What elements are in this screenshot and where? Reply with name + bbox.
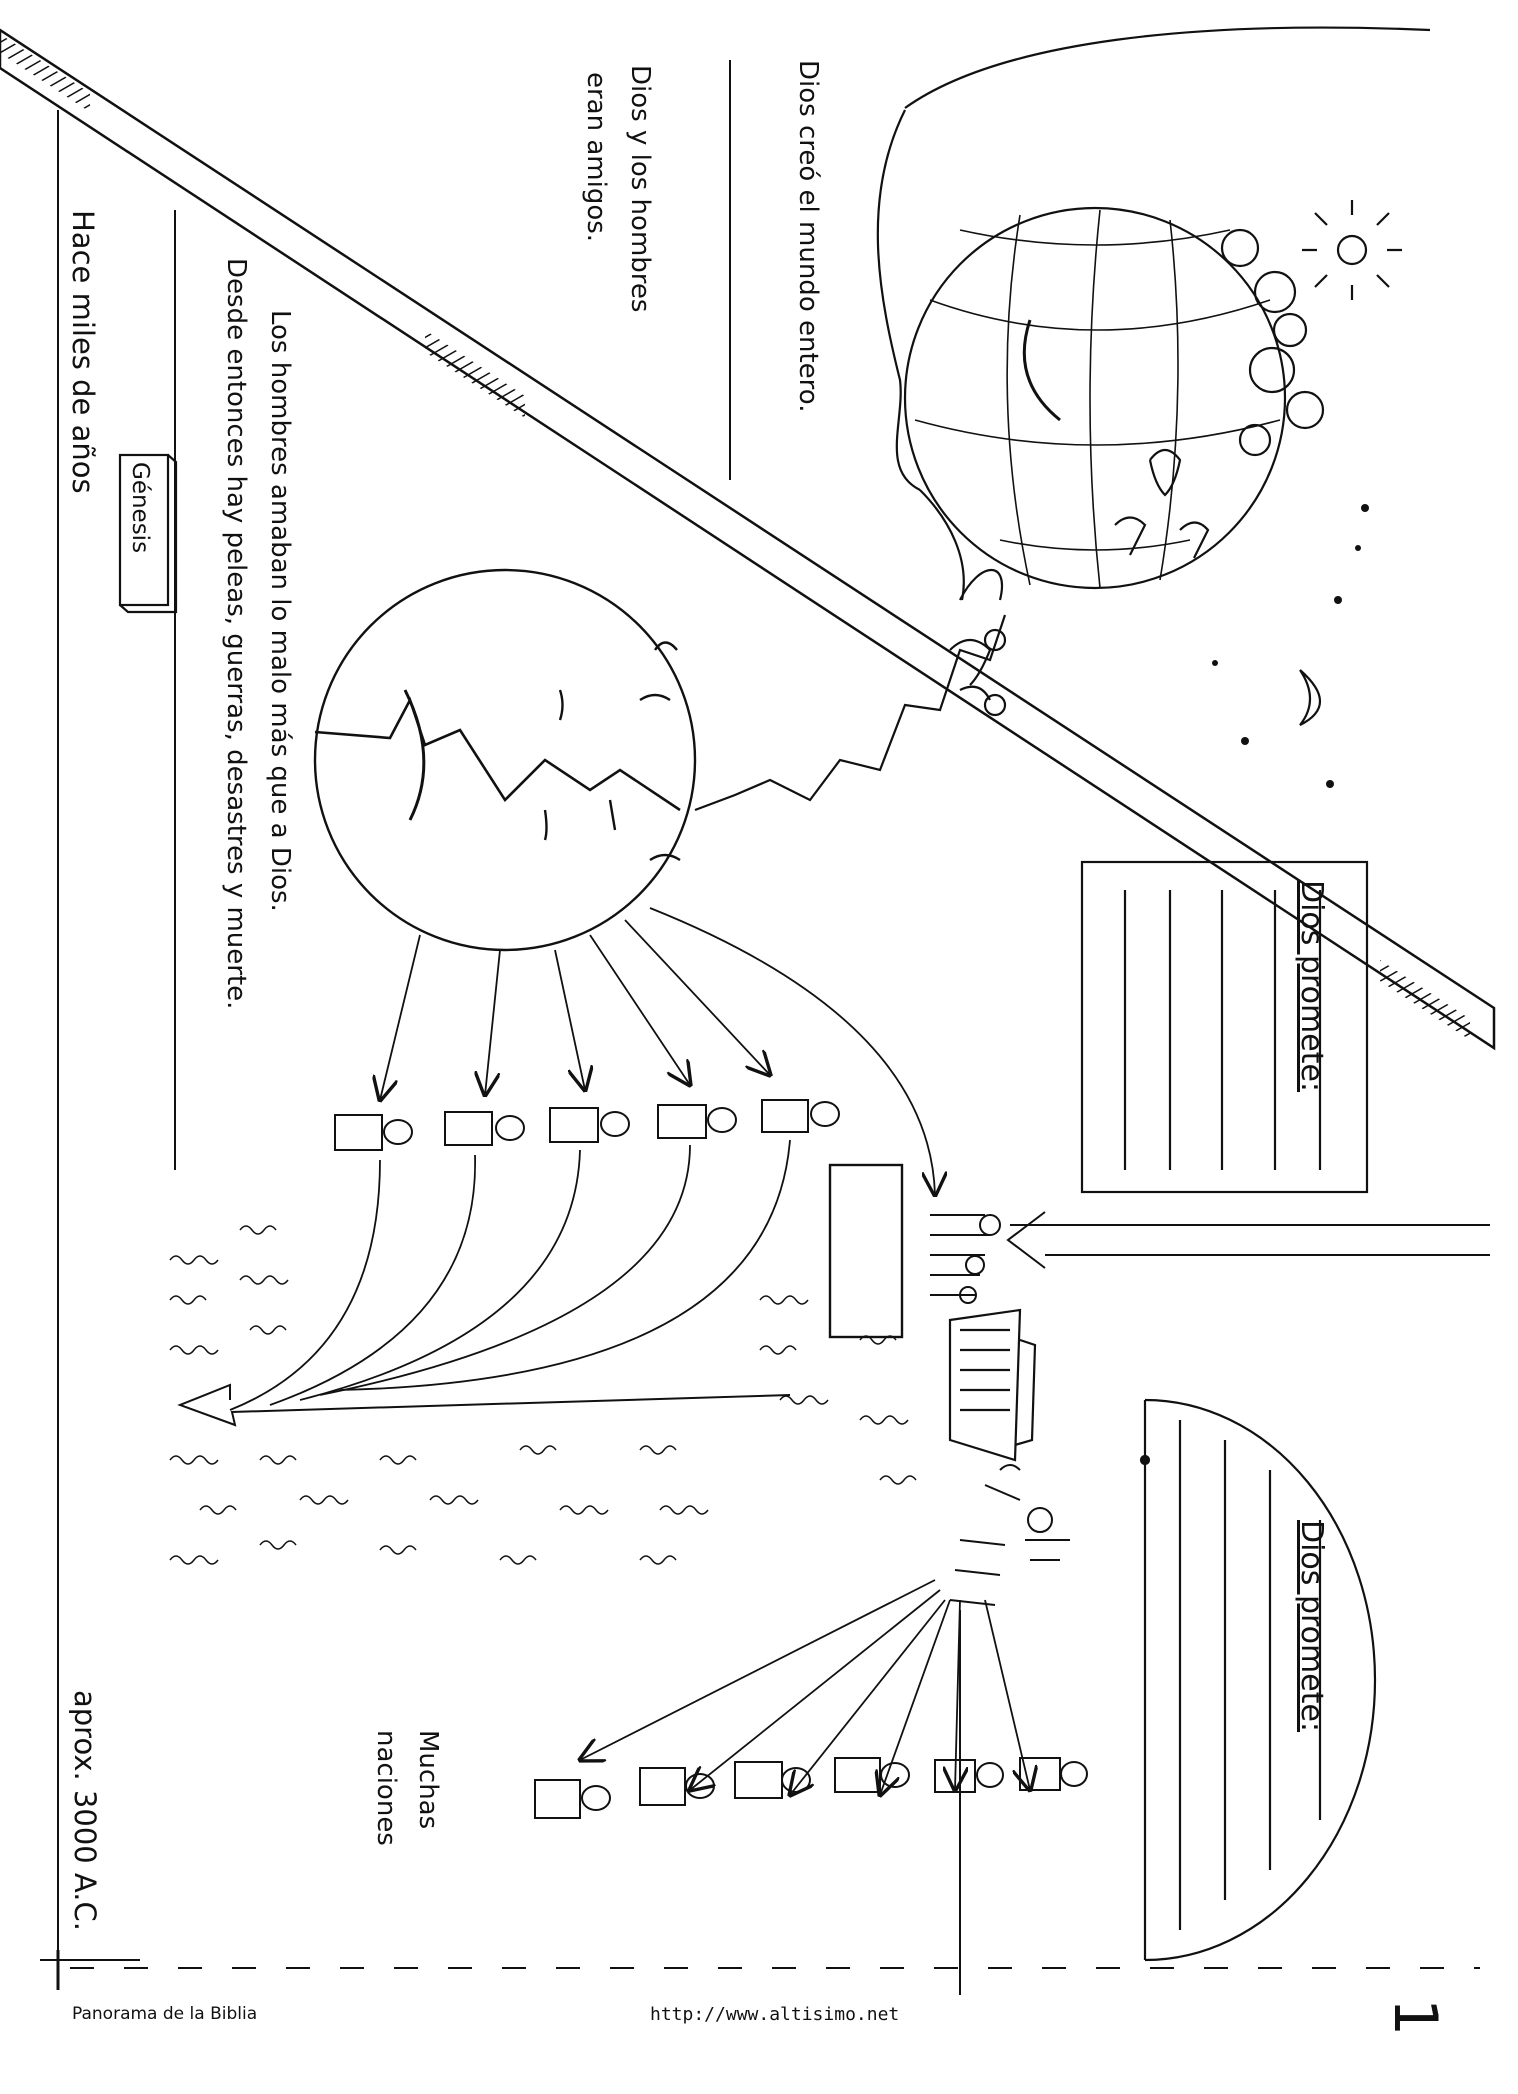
person-icon	[657, 1104, 737, 1139]
sun-icon	[1302, 200, 1402, 300]
person-icon	[734, 1761, 811, 1799]
text-naciones: naciones	[371, 1730, 401, 1846]
arrows-to-nations	[580, 1579, 1030, 1795]
people-row-upper	[334, 1099, 840, 1151]
person-icon	[549, 1107, 630, 1143]
hand-icon	[876, 26, 1431, 601]
promise-box-2	[1139, 1398, 1377, 1962]
page-number-text: 1	[1380, 1998, 1450, 2036]
blank-answer-box	[828, 1163, 904, 1339]
globe-icon	[903, 206, 1287, 590]
broken-globe-icon	[313, 568, 697, 952]
text-promete-2: Dios promete:	[1294, 1520, 1329, 1732]
page-number: 1	[1380, 1998, 1450, 2036]
timeline-lines	[40, 60, 731, 1990]
fallen-people-icon	[949, 628, 1007, 717]
noah-family-icon	[930, 1214, 1001, 1304]
creation-scene	[876, 26, 1431, 788]
ark-icon	[948, 1308, 1037, 1462]
text-creo: Dios creó el mundo entero.	[793, 60, 823, 413]
promise-box-1	[1080, 860, 1369, 1194]
person-icon	[1019, 1757, 1088, 1791]
text-desde: Desde entonces hay peleas, guerras, desa…	[221, 258, 251, 1009]
text-genesis: Génesis	[127, 462, 153, 553]
stars-icon	[1212, 504, 1369, 788]
converging-lines	[177, 1139, 791, 1427]
book-icon	[118, 453, 178, 614]
big-arrow	[177, 1383, 791, 1427]
person-icon	[834, 1757, 910, 1793]
arrow-from-right	[1006, 1211, 1490, 1269]
diagonal-band	[0, 28, 1496, 1051]
noah-descendants-icon	[949, 1464, 1070, 1606]
text-aprox: aprox. 3000 A.C.	[68, 1690, 102, 1931]
person-icon	[639, 1767, 715, 1806]
footer-title: Panorama de la Biblia	[72, 2004, 258, 2024]
text-hace: Hace miles de años	[66, 210, 100, 494]
text-amigos-1: Dios y los hombres	[625, 65, 655, 312]
person-icon	[761, 1099, 840, 1133]
footer-url[interactable]: http://www.altisimo.net	[650, 2004, 900, 2025]
text-layer: Dios creó el mundo entero. Dios y los ho…	[66, 60, 1329, 1931]
person-icon	[934, 1759, 1004, 1793]
moon-icon	[1299, 669, 1322, 726]
person-icon	[444, 1111, 525, 1146]
flowers-icon	[1220, 228, 1325, 457]
text-amaban: Los hombres amaban lo malo más que a Dio…	[265, 310, 295, 912]
text-promete-1: Dios promete:	[1294, 880, 1329, 1092]
text-amigos-2: eran amigos.	[581, 72, 611, 242]
arrows-to-people	[380, 907, 935, 1195]
person-icon	[334, 1114, 413, 1151]
people-row-nations	[534, 1757, 1088, 1819]
fall-zigzag	[694, 614, 1007, 812]
person-icon	[534, 1779, 611, 1819]
text-muchas: Muchas	[413, 1730, 443, 1829]
people-in-garden-icon	[1114, 448, 1210, 559]
flood-waves	[169, 1225, 917, 1565]
